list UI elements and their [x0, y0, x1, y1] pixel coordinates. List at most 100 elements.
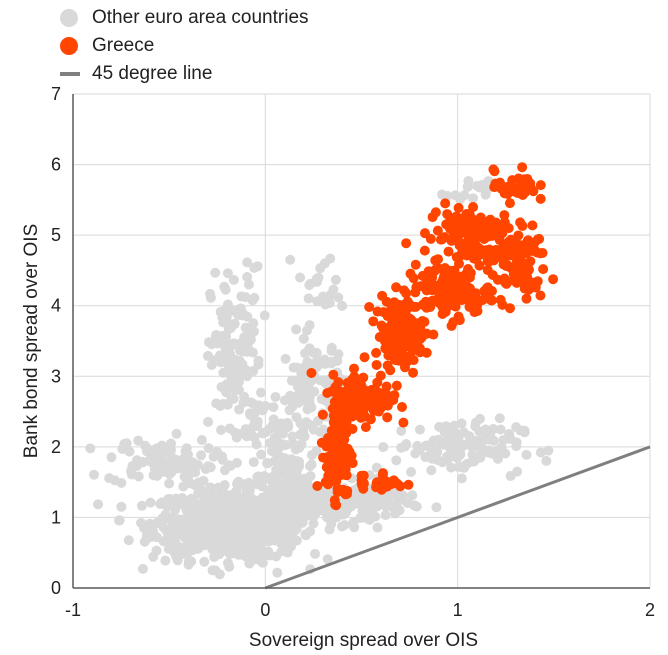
point-other-euro-area	[297, 491, 308, 502]
point-other-euro-area	[272, 567, 283, 578]
point-other-euro-area	[145, 497, 156, 508]
point-other-euro-area	[291, 412, 302, 423]
point-greece	[440, 198, 451, 209]
point-other-euro-area	[308, 424, 319, 435]
point-greece	[507, 175, 518, 186]
point-other-euro-area	[190, 467, 201, 478]
point-greece	[529, 237, 540, 248]
point-other-euro-area	[136, 517, 147, 528]
point-greece	[322, 387, 333, 398]
point-other-euro-area	[372, 522, 383, 533]
point-other-euro-area	[453, 462, 464, 473]
point-greece	[359, 352, 370, 363]
point-other-euro-area	[265, 500, 276, 511]
point-other-euro-area	[280, 440, 291, 451]
point-other-euro-area	[221, 387, 232, 398]
point-other-euro-area	[492, 453, 503, 464]
point-other-euro-area	[281, 544, 292, 555]
point-other-euro-area	[380, 510, 391, 521]
point-other-euro-area	[259, 524, 270, 535]
point-other-euro-area	[275, 538, 286, 549]
point-other-euro-area	[245, 523, 256, 534]
point-greece	[351, 376, 362, 387]
point-other-euro-area	[318, 424, 329, 435]
point-greece	[499, 210, 510, 221]
point-other-euro-area	[244, 367, 255, 378]
legend-marker-45-line	[60, 72, 80, 76]
point-other-euro-area	[474, 426, 485, 437]
legend-label-other: Other euro area countries	[92, 7, 309, 28]
point-other-euro-area	[290, 444, 301, 455]
y-tick-label: 4	[51, 296, 61, 316]
point-other-euro-area	[212, 518, 223, 529]
point-other-euro-area	[300, 348, 311, 359]
point-greece	[338, 463, 349, 474]
point-other-euro-area	[201, 519, 212, 530]
point-greece	[455, 228, 466, 239]
point-other-euro-area	[159, 466, 170, 477]
point-other-euro-area	[355, 512, 366, 523]
point-other-euro-area	[160, 447, 171, 458]
point-other-euro-area	[177, 548, 188, 559]
point-other-euro-area	[271, 551, 282, 562]
point-other-euro-area	[248, 551, 259, 562]
point-other-euro-area	[295, 512, 306, 523]
point-other-euro-area	[183, 477, 194, 488]
point-other-euro-area	[234, 505, 245, 516]
point-other-euro-area	[243, 279, 254, 290]
point-greece	[389, 326, 400, 337]
point-other-euro-area	[222, 502, 233, 513]
point-other-euro-area	[337, 300, 348, 311]
point-other-euro-area	[297, 418, 308, 429]
point-other-euro-area	[163, 500, 174, 511]
point-other-euro-area	[160, 555, 171, 566]
point-greece	[446, 320, 457, 331]
point-greece	[516, 256, 527, 267]
point-other-euro-area	[85, 443, 96, 454]
point-other-euro-area	[397, 494, 408, 505]
point-other-euro-area	[228, 491, 239, 502]
point-other-euro-area	[270, 391, 281, 402]
point-greece	[474, 260, 485, 271]
point-greece	[368, 316, 379, 327]
point-greece	[523, 280, 534, 291]
point-greece	[355, 412, 366, 423]
point-other-euro-area	[255, 387, 266, 398]
point-other-euro-area	[321, 512, 332, 523]
point-other-euro-area	[426, 446, 437, 457]
point-other-euro-area	[459, 190, 470, 201]
y-tick-label: 7	[51, 84, 61, 104]
point-other-euro-area	[361, 493, 372, 504]
point-other-euro-area	[220, 284, 231, 295]
point-greece	[403, 479, 414, 490]
point-greece	[382, 311, 393, 322]
point-greece	[342, 377, 353, 388]
point-other-euro-area	[191, 533, 202, 544]
point-greece	[384, 336, 395, 347]
point-greece	[437, 308, 448, 319]
point-other-euro-area	[231, 538, 242, 549]
point-other-euro-area	[208, 530, 219, 541]
point-greece	[364, 301, 375, 312]
point-other-euro-area	[215, 307, 226, 318]
point-greece	[371, 347, 382, 358]
point-other-euro-area	[166, 438, 177, 449]
point-other-euro-area	[257, 405, 268, 416]
point-greece	[442, 209, 453, 220]
point-greece	[399, 362, 410, 373]
point-other-euro-area	[432, 454, 443, 465]
point-other-euro-area	[447, 431, 458, 442]
point-other-euro-area	[242, 257, 253, 268]
point-other-euro-area	[133, 435, 144, 446]
point-greece	[501, 278, 512, 289]
point-other-euro-area	[256, 449, 267, 460]
y-tick-label: 1	[51, 507, 61, 527]
point-greece	[398, 417, 409, 428]
point-other-euro-area	[213, 338, 224, 349]
point-greece	[375, 370, 386, 381]
point-other-euro-area	[312, 296, 323, 307]
point-greece	[365, 414, 376, 425]
point-other-euro-area	[187, 506, 198, 517]
point-greece	[516, 176, 527, 187]
legend-marker-greece	[60, 37, 78, 55]
